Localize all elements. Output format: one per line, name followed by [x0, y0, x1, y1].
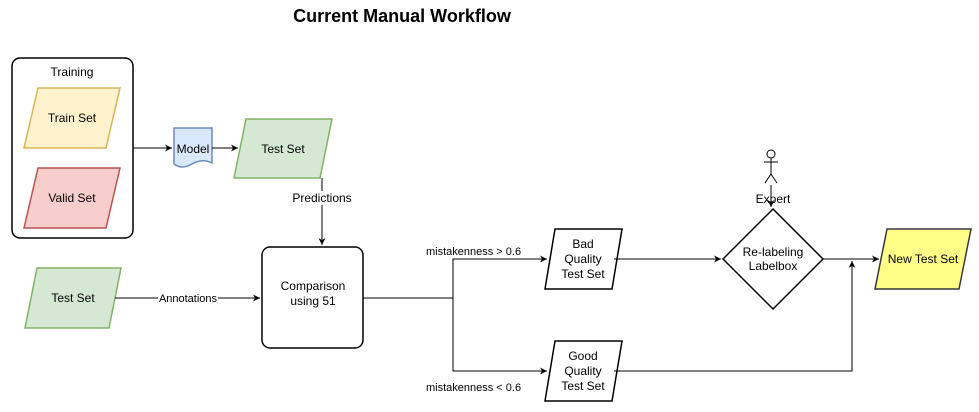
valid-set-label: Valid Set	[48, 191, 96, 205]
mistakenness-high-label: mistakenness > 0.6	[426, 246, 521, 258]
test-set-top-label: Test Set	[261, 142, 305, 156]
good-quality-label-line1: Good	[568, 349, 597, 363]
comparison-label-line2: using 51	[290, 294, 336, 308]
good-quality-test-set-node	[544, 340, 623, 402]
good-quality-label-line2: Quality	[564, 364, 601, 378]
test-set-bottom-label: Test Set	[51, 291, 95, 305]
annotations-label: Annotations	[159, 293, 218, 305]
bad-quality-label-line3: Test Set	[561, 267, 605, 281]
bad-quality-label-line1: Bad	[572, 237, 593, 251]
valid-set-node	[23, 167, 121, 229]
model-node	[173, 127, 213, 168]
relabeling-node	[721, 207, 825, 311]
mistakenness-low-label: mistakenness < 0.6	[426, 382, 521, 394]
relabeling-label-line2: Labelbox	[749, 259, 798, 273]
diagram-title: Current Manual Workflow	[293, 6, 512, 26]
comparison-label-line1: Comparison	[281, 279, 346, 293]
training-group-label: Training	[51, 65, 94, 79]
expert-label: Expert	[756, 192, 791, 206]
model-label: Model	[177, 142, 210, 156]
good-quality-to-new-test-set-edge	[614, 261, 856, 372]
train-set-node	[23, 87, 121, 149]
expert-actor-icon	[764, 149, 778, 184]
good-quality-label-line3: Test Set	[561, 379, 605, 393]
new-test-set-label: New Test Set	[888, 252, 959, 266]
predictions-label: Predictions	[292, 191, 351, 205]
test-set-top-node	[233, 118, 333, 179]
annotations-label-bg	[158, 292, 218, 304]
low-mistakenness-edge	[452, 298, 547, 375]
relabeling-label-line1: Re-labeling	[743, 245, 804, 259]
train-set-label: Train Set	[48, 111, 97, 125]
bad-quality-test-set-node	[544, 228, 623, 290]
test-set-bottom-node	[24, 267, 122, 329]
high-mistakenness-edge	[452, 255, 547, 298]
bad-quality-label-line2: Quality	[564, 252, 601, 266]
new-test-set-node	[874, 228, 972, 290]
predictions-label-bg	[290, 191, 354, 205]
